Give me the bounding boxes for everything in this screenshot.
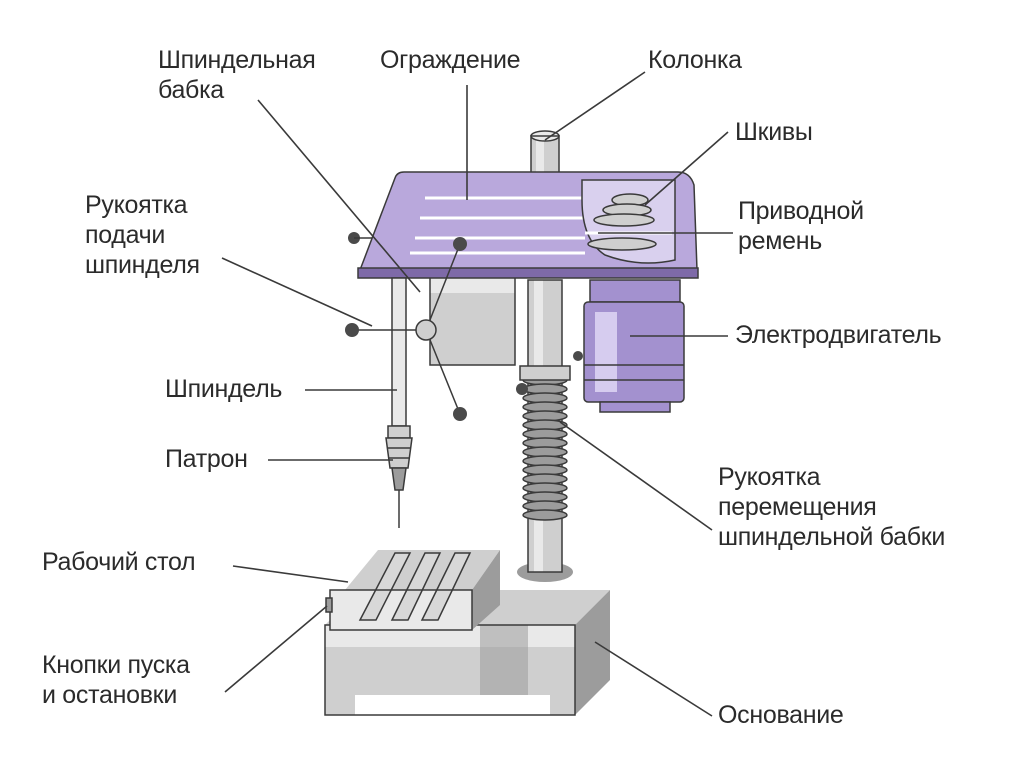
label-motor: Электродвигатель bbox=[735, 321, 942, 349]
pulley-step bbox=[587, 237, 657, 251]
label-headstock-line-2: бабка bbox=[158, 76, 224, 104]
spindle bbox=[387, 277, 411, 439]
label-pulleys: Шкивы bbox=[735, 118, 813, 146]
label-chuck: Патрон bbox=[165, 445, 248, 473]
label-feed-handle: Рукоятка подачи шпинделя bbox=[85, 190, 200, 280]
leader-table bbox=[232, 565, 349, 583]
label-belt-line-2: ремень bbox=[738, 227, 822, 255]
label-feed-handle-line-1: Рукоятка bbox=[85, 191, 188, 219]
label-raise-handle-line-1: Рукоятка bbox=[718, 463, 821, 491]
leader-headstock bbox=[257, 99, 421, 293]
label-belt-line-1: Приводной bbox=[738, 197, 864, 225]
label-feed-handle-line-3: шпинделя bbox=[85, 251, 200, 279]
leader-pulleys bbox=[644, 131, 729, 206]
label-raise-handle-line-2: перемещения bbox=[718, 493, 877, 521]
label-buttons-line-1: Кнопки пуска bbox=[42, 651, 190, 679]
spring-coil bbox=[522, 509, 568, 521]
label-headstock-line-1: Шпиндельная bbox=[158, 46, 316, 74]
label-base: Основание bbox=[718, 701, 844, 729]
label-table: Рабочий стол bbox=[42, 548, 196, 576]
label-headstock: Шпиндельная бабка bbox=[158, 45, 316, 105]
leader-raise-handle bbox=[559, 421, 713, 531]
headstock bbox=[357, 171, 699, 366]
label-feed-handle-line-2: подачи bbox=[85, 221, 166, 249]
motor bbox=[583, 279, 685, 413]
pulleys bbox=[587, 193, 657, 251]
base bbox=[324, 590, 610, 716]
pulley-step bbox=[593, 213, 655, 227]
label-guard: Ограждение bbox=[380, 46, 521, 74]
work-table bbox=[325, 550, 500, 631]
label-raise-handle: Рукоятка перемещения шпиндельной бабки bbox=[718, 462, 945, 552]
leader-feed-handle bbox=[221, 257, 373, 327]
label-spindle: Шпиндель bbox=[165, 375, 283, 403]
label-raise-handle-line-3: шпиндельной бабки bbox=[718, 523, 946, 551]
spring-collar bbox=[519, 365, 571, 381]
feed-handle bbox=[345, 232, 583, 421]
leader-column bbox=[544, 71, 646, 141]
leader-buttons bbox=[224, 605, 328, 693]
label-belt: Приводной ремень bbox=[738, 196, 864, 256]
leader-lines bbox=[221, 71, 733, 717]
chuck bbox=[385, 437, 413, 528]
label-buttons: Кнопки пуска и остановки bbox=[42, 650, 190, 710]
leader-base bbox=[594, 641, 713, 717]
label-column: Колонка bbox=[648, 46, 742, 74]
label-buttons-line-2: и остановки bbox=[42, 681, 177, 709]
headstock-raise-spring bbox=[519, 365, 571, 521]
